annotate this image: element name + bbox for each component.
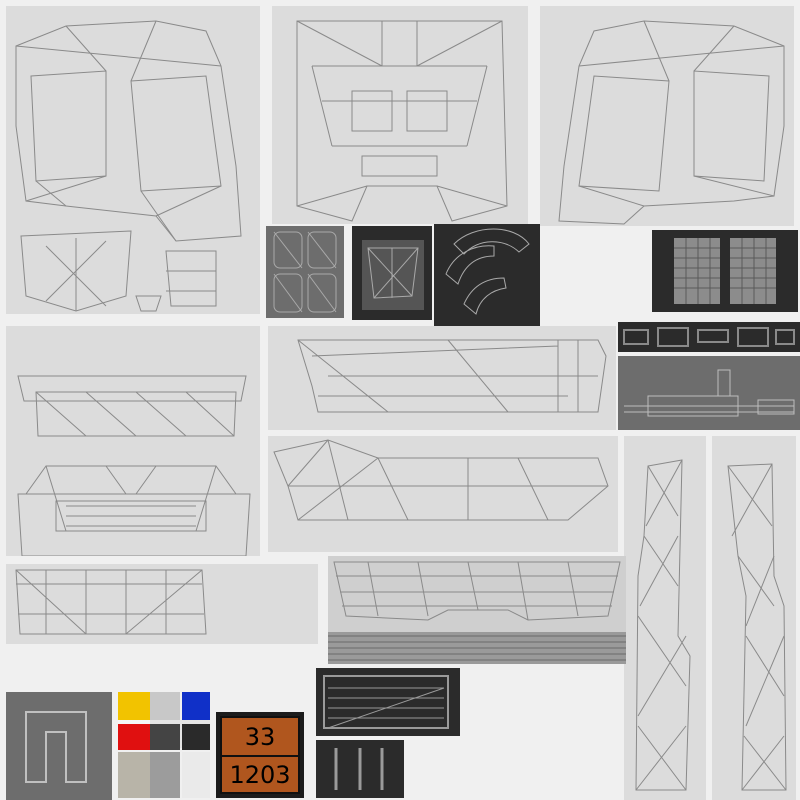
small-parts-strip xyxy=(618,322,800,352)
mirror-texture-tile xyxy=(266,226,344,318)
roof-deflector-panel xyxy=(6,564,318,644)
swatch-red xyxy=(118,724,150,750)
swatch-mid-grey xyxy=(150,752,180,798)
license-plate-texture-tile xyxy=(316,668,460,736)
side-skirt-upper-wireframe xyxy=(297,339,607,413)
wheel-arch-wireframe xyxy=(445,228,530,315)
swatch-light-grey xyxy=(150,692,180,720)
swatch-noise xyxy=(118,752,150,798)
small-parts-wireframe xyxy=(623,327,795,347)
roof-deflector-wireframe xyxy=(15,569,207,635)
headlight-texture-tile xyxy=(352,226,432,320)
bumper-front-panel xyxy=(6,326,260,556)
rear-frame-wireframe xyxy=(25,711,87,783)
side-skirt-upper-panel xyxy=(268,326,616,430)
license-plate-wireframe xyxy=(323,675,449,729)
side-skirt-lower-wireframe xyxy=(273,439,609,521)
hazard-plate-divider xyxy=(222,755,298,757)
cab-left-side-panel xyxy=(6,6,260,314)
bumper-front-wireframe xyxy=(17,375,251,556)
chassis-rail-left-panel xyxy=(624,436,706,800)
swatch-white-right xyxy=(182,752,210,798)
cab-front-panel xyxy=(272,6,528,224)
chassis-wireframe xyxy=(624,369,795,417)
chassis-rail-right-wireframe xyxy=(727,463,787,791)
cab-right-side-wireframe xyxy=(558,20,785,225)
cab-right-side-panel xyxy=(540,6,794,226)
swatch-dark-grey xyxy=(150,724,180,750)
hazard-plate: 33 1203 xyxy=(216,712,304,798)
chassis-texture-tile xyxy=(618,356,800,430)
cab-front-wireframe xyxy=(296,20,508,222)
wheel-arch-texture-tile xyxy=(434,224,540,326)
tail-light-wireframe xyxy=(334,748,384,790)
chassis-rail-right-panel xyxy=(712,436,796,800)
swatch-blue xyxy=(182,692,210,720)
cab-left-side-wireframe xyxy=(15,20,242,312)
tail-light-texture-tile xyxy=(316,740,404,798)
front-grille-panel xyxy=(328,556,626,664)
mirror-wireframe xyxy=(273,231,337,313)
grille-wireframe xyxy=(674,238,776,304)
rear-frame-texture-tile xyxy=(6,692,112,800)
front-grille-wireframe xyxy=(328,561,626,664)
swatch-yellow xyxy=(118,692,150,720)
side-skirt-lower-panel xyxy=(268,436,618,552)
un-number: 1203 xyxy=(229,761,291,789)
hazard-identification-number: 33 xyxy=(244,723,276,751)
hazard-plate-face: 33 1203 xyxy=(220,716,300,794)
chassis-rail-left-wireframe xyxy=(635,459,691,791)
swatch-checker xyxy=(182,724,210,750)
grille-texture-tile xyxy=(652,230,798,312)
headlight-wireframe xyxy=(362,240,424,310)
